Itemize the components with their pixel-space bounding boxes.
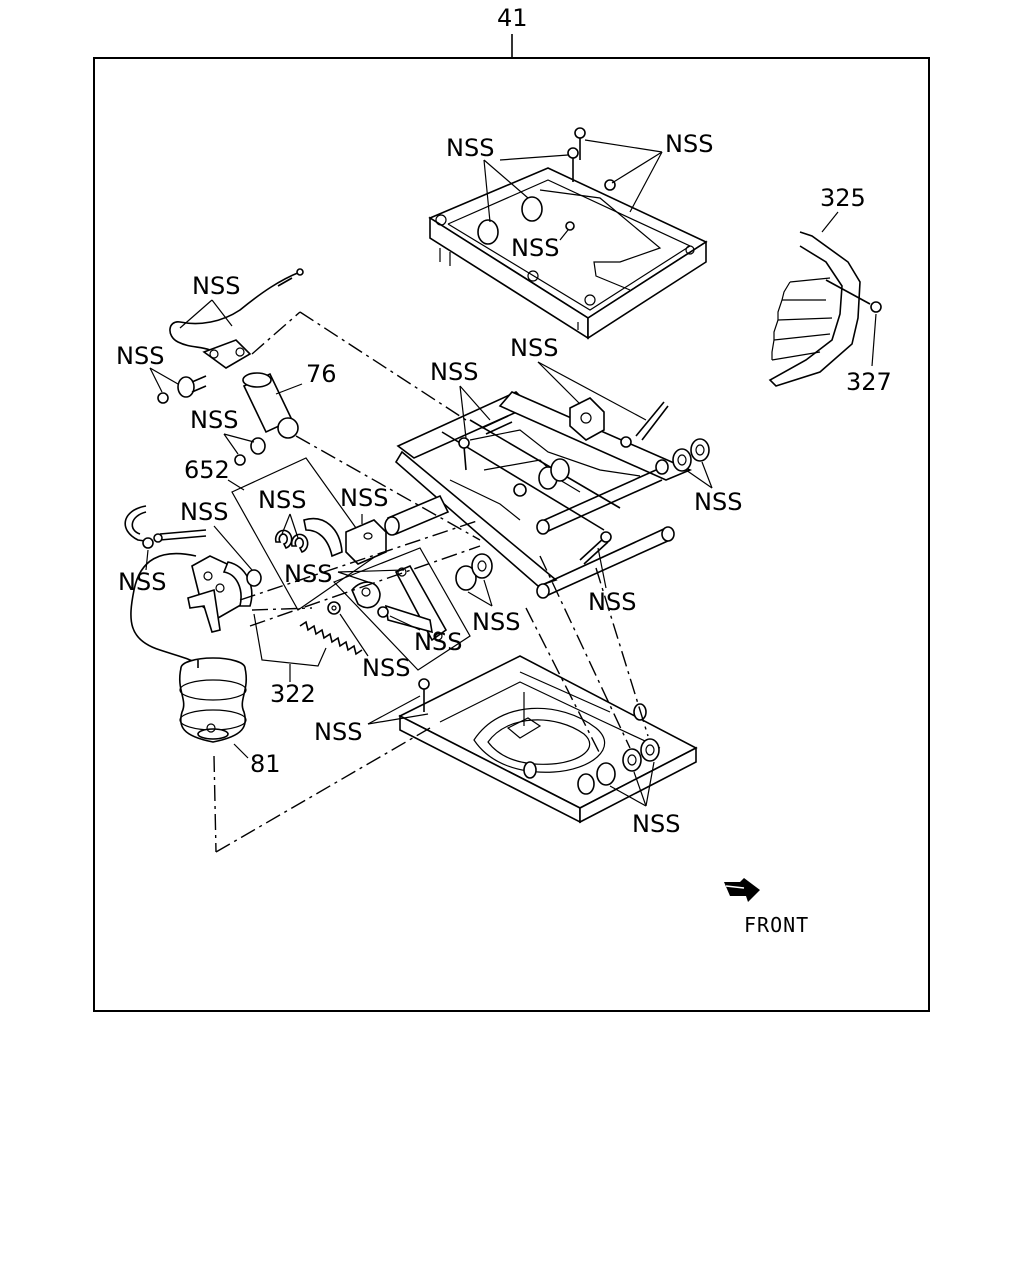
damper-part-76 [242,372,299,439]
part-number-325: 325 [820,184,866,212]
side-cover-part-325 [768,231,861,387]
part-number-81: 81 [250,750,281,778]
pin-right-lower [579,531,612,565]
block-cushion [345,519,387,565]
nss-label-hose-top: NSS [180,498,228,526]
nss-label-base-left: NSS [314,718,362,746]
nss-label-left-bolt: NSS [116,342,164,370]
air-hose-upper [124,505,207,549]
nss-label-link-lower: NSS [414,628,462,656]
nss-label-cable-top: NSS [192,272,240,300]
clips-part-652 [274,517,343,558]
part-number-76: 76 [306,360,337,388]
nss-label-bushing: NSS [472,608,520,636]
shaft-left [384,494,450,536]
front-label: FRONT [744,913,809,937]
nss-label-link: NSS [284,560,332,588]
pivot-block [569,397,605,441]
scissor-frame-upper [394,391,693,587]
bolt-frame-mid [458,415,513,471]
nss-label-spring: NSS [362,654,410,682]
diagram-border [93,57,930,1012]
front-arrow-icon [724,878,760,902]
nss-label-clip-a: NSS [258,486,306,514]
part-number-327: 327 [846,368,892,396]
air-hose-lower [130,552,199,665]
nss-label-nut-small: NSS [190,406,238,434]
cross-rod-front [536,459,675,599]
assembly-number-label: 41 [497,4,528,32]
washer-nut-small [234,437,266,466]
screw-part-327 [825,279,882,313]
link-kit-outline [332,547,471,671]
roller-bushings-right [672,438,710,472]
bushing-pair-center [455,553,493,591]
part-number-322: 322 [270,680,316,708]
rubber-bushing-upper [477,196,543,245]
bracket-322 [253,613,327,667]
assembly-guide-lines [213,311,649,853]
control-cable-upper [169,268,304,351]
spring-retainer [327,601,341,615]
upper-mounting-plate [428,167,708,340]
nss-label-right-roller: NSS [694,488,742,516]
nss-label-top-right: NSS [665,130,713,158]
bushing-set-lower-right [596,738,660,786]
part-number-652: 652 [184,456,230,484]
nss-label-hose-bottom: NSS [118,568,166,596]
link-arm-assembly [377,564,448,642]
air-spring-part-81 [179,657,247,743]
pin-upper-right [620,401,669,448]
nss-label-clip-b: NSS [340,484,388,512]
nss-label-frame-mid: NSS [510,334,558,362]
height-valve-assembly [187,555,262,633]
nss-label-frame-bolt: NSS [430,358,478,386]
tension-spring [299,620,363,656]
nss-label-top-center: NSS [511,234,559,262]
nss-label-base-right: NSS [632,810,680,838]
pivot-bolt-left [157,375,207,404]
cam-plate [351,581,381,609]
nss-label-top-left: NSS [446,134,494,162]
lower-base-plate [398,655,698,824]
valve-lever-bracket [202,339,252,369]
nss-label-pin-right: NSS [588,588,636,616]
roller-bearings-center [513,458,570,497]
